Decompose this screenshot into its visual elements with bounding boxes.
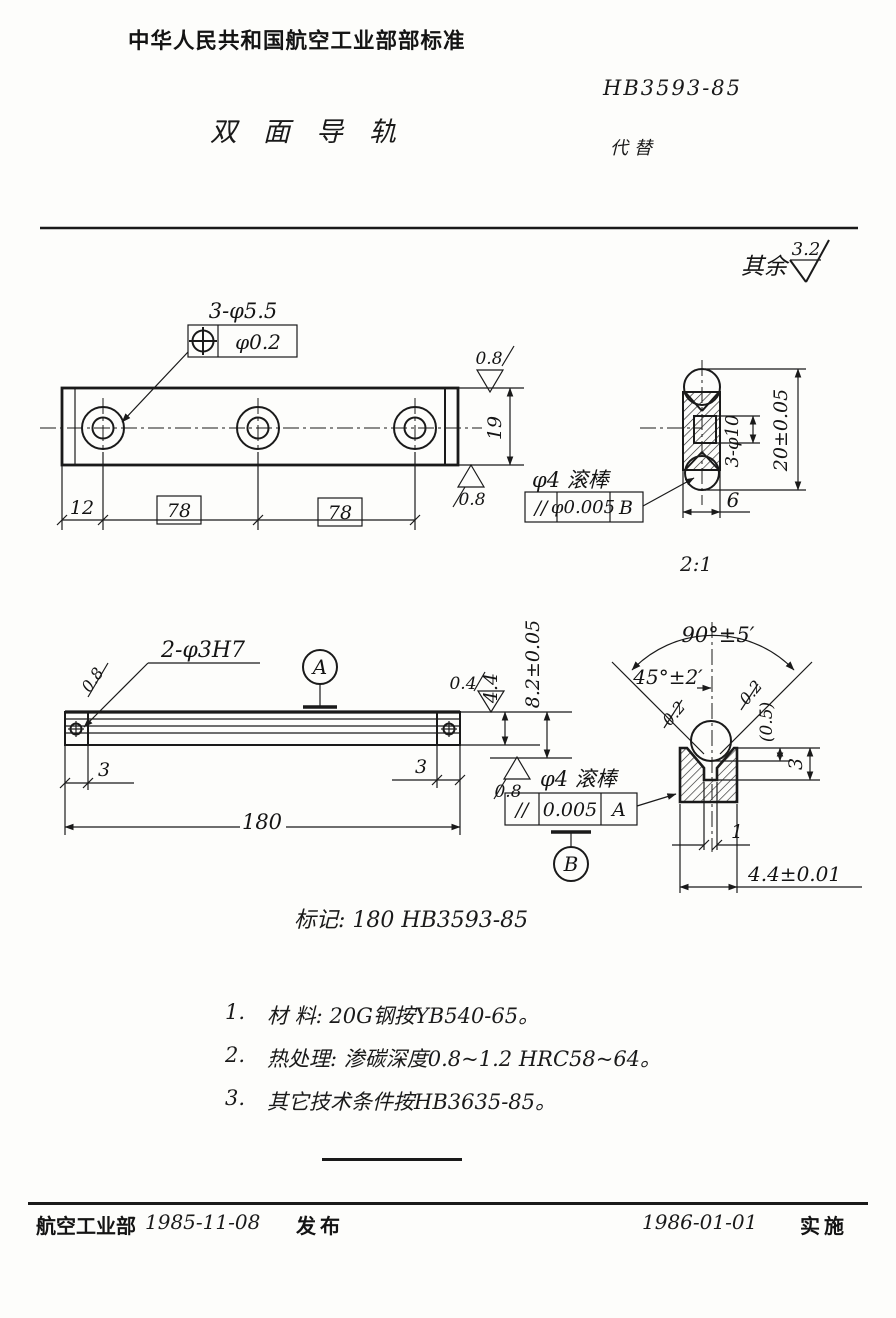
end-section-view: 3-φ10 20±0.05 6 φ4 滚棒 // φ0.005 B <box>524 360 806 523</box>
note-number: 2. <box>225 1043 246 1067</box>
supersedes-label: 代替 <box>610 138 658 159</box>
position-tolerance-frame: φ0.2 <box>187 324 298 358</box>
end-roller-note: φ4 滚棒 <box>532 468 612 492</box>
note-number: 3. <box>225 1086 246 1110</box>
side-roller-note: φ4 滚棒 <box>540 767 620 791</box>
detail-finish-left-value: 0.2 <box>658 698 689 730</box>
finish-top-mark: 0.4 <box>449 671 506 714</box>
dim-180-label: 180 <box>242 810 282 834</box>
datum-b-balloon: B <box>551 830 591 882</box>
angle-arc <box>631 634 795 671</box>
side-finish-top-value: 0.4 <box>449 674 476 694</box>
dim-6-label: 6 <box>727 488 740 512</box>
position-tolerance-value: φ0.2 <box>235 330 281 354</box>
finish-left-mark: 0.2 <box>658 698 689 730</box>
header-standard-org: 中华人民共和国航空工业部部标准 <box>128 29 466 53</box>
roller-bottom <box>684 455 720 491</box>
plan-hole-callout: 3-φ5.5 <box>209 299 278 323</box>
finish-groove-mark: 0.8 <box>493 755 532 802</box>
side-hole-callout: 2-φ3H7 <box>160 638 245 663</box>
dim-78b-frame <box>317 497 363 527</box>
parallelism-symbol: // <box>533 497 549 519</box>
parallelism-tolerance: φ0.005 <box>551 497 615 518</box>
dim-3-left-label: 3 <box>98 759 110 781</box>
section-body <box>683 392 720 470</box>
note-text: 材 料: 20G钢按YB540-65。 <box>267 1004 540 1028</box>
dim-20-label: 20±0.05 <box>770 389 792 472</box>
dim-3-right-label: 3 <box>415 756 427 778</box>
end-hole-callout: 3-φ10 <box>722 414 743 467</box>
parallelism-datum: A <box>610 799 626 821</box>
note-item: 1. 材 料: 20G钢按YB540-65。 <box>225 1000 685 1030</box>
notes-divider <box>322 1158 462 1161</box>
note-text: 热处理: 渗碳深度0.8~1.2 HRC58~64。 <box>267 1047 662 1071</box>
dim-78a-frame <box>156 495 202 525</box>
roughness-icon <box>475 369 505 394</box>
side-finish-end-value: 0.8 <box>77 664 107 696</box>
finish-bottom-mark: 0.8 <box>452 463 486 510</box>
roughness-icon <box>502 755 532 780</box>
finish-top-mark: 0.8 <box>475 345 515 394</box>
plan-finish-top-value: 0.8 <box>475 349 502 369</box>
dim-78b-label: 78 <box>328 502 352 524</box>
dim-ref-label: (0.5) <box>757 702 777 742</box>
datum-a-balloon: A <box>302 649 338 709</box>
rail-outline <box>60 386 460 467</box>
mounting-hole-1 <box>81 406 125 450</box>
right-end-section <box>436 711 461 746</box>
scale-label: 2:1 <box>680 552 713 576</box>
roughness-icon <box>476 690 506 714</box>
dim-12-label: 12 <box>70 497 94 519</box>
rest-roughness-value: 3.2 <box>792 239 821 260</box>
footer-implementation-label: 实施 <box>800 1216 848 1238</box>
mounting-hole-3 <box>393 406 437 450</box>
plan-view: 12 78 78 φ0.2 3-φ5.5 19 <box>40 299 524 530</box>
plan-finish-bottom-value: 0.8 <box>458 490 485 510</box>
rest-label: 其余 <box>741 254 790 280</box>
dim-82-label: 8.2±0.05 <box>522 620 544 708</box>
footer-issue-date: 1985-11-08 <box>145 1210 261 1234</box>
note-text: 其它技术条件按HB3635-85。 <box>267 1090 557 1114</box>
document-title: 双面导轨 <box>210 117 422 148</box>
general-roughness-note: 其余 3.2 <box>741 239 830 283</box>
datum-b-label: B <box>563 852 579 876</box>
section-outline <box>682 391 721 471</box>
parallelism-datum: B <box>618 497 633 519</box>
finish-end-mark: 0.8 <box>77 662 109 698</box>
datum-a-label: A <box>311 655 327 679</box>
angle-90-label: 90°±5′ <box>682 623 755 647</box>
footer-issue-label: 发布 <box>296 1216 344 1238</box>
footer-implementation-date: 1986-01-01 <box>642 1210 758 1234</box>
footer-issuing-org: 航空工业部 <box>36 1216 136 1238</box>
groove-block <box>678 746 739 804</box>
dim-44-detail-label: 4.4±0.01 <box>747 862 841 886</box>
standard-number: HB3593-85 <box>603 76 743 100</box>
roughness-icon <box>789 239 830 283</box>
groove-detail-view: 90°±5′ 45°±2′ 0.2 0.2 (0.5) 3 <box>611 622 862 893</box>
parallelism-frame-a: // 0.005 A <box>504 792 638 826</box>
parallelism-frame-b: // φ0.005 B <box>524 491 644 523</box>
dim-78a-label: 78 <box>167 500 191 522</box>
note-item: 3. 其它技术条件按HB3635-85。 <box>225 1086 685 1116</box>
dim-19-label: 19 <box>484 416 506 440</box>
roughness-icon <box>456 463 486 488</box>
dim-3-detail-label: 3 <box>785 758 807 770</box>
parallelism-tolerance: 0.005 <box>543 799 597 821</box>
note-number: 1. <box>225 1000 246 1024</box>
position-tolerance-icon <box>189 327 217 355</box>
footer-rule <box>28 1202 868 1205</box>
mounting-hole-2 <box>236 406 280 450</box>
dim-44-label: 4.4 <box>480 673 502 704</box>
left-end-section <box>64 711 89 746</box>
center-hole <box>693 415 717 444</box>
angle-45-label: 45°±2′ <box>632 665 703 689</box>
roller-in-groove <box>690 720 732 762</box>
side-view: 2-φ3H7 0.8 A 4.4 8.2±0.05 0.4 <box>59 620 677 882</box>
note-item: 2. 热处理: 渗碳深度0.8~1.2 HRC58~64。 <box>225 1043 685 1073</box>
parallelism-symbol: // <box>514 799 530 821</box>
roller-top <box>683 368 721 406</box>
technical-notes: 1. 材 料: 20G钢按YB540-65。 2. 热处理: 渗碳深度0.8~1… <box>225 1000 685 1129</box>
marking-note: 标记: 180 HB3593-85 <box>294 908 529 933</box>
